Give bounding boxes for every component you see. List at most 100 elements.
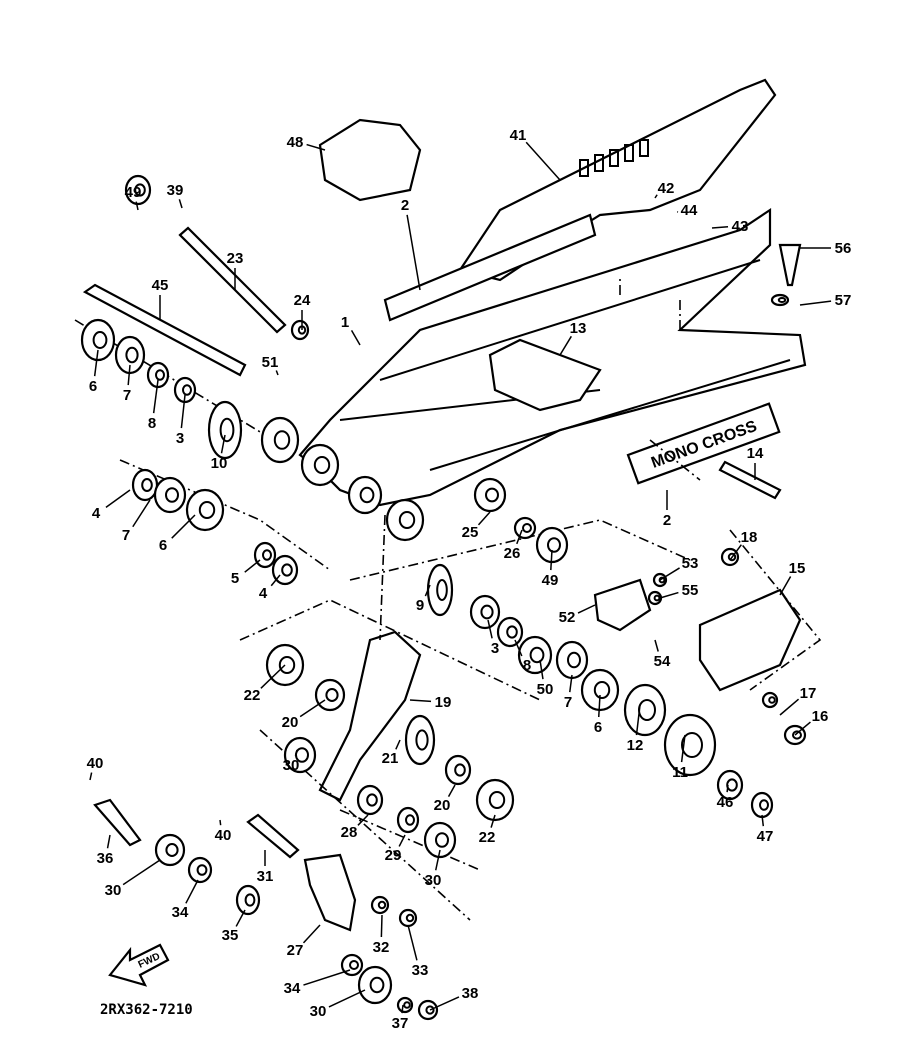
part-13 xyxy=(488,338,602,412)
pivot-shaft-45 xyxy=(82,283,247,377)
bushing xyxy=(187,856,213,884)
callout-20: 20 xyxy=(282,714,299,731)
callout-24: 24 xyxy=(294,292,311,309)
bushing xyxy=(300,443,340,487)
bushing xyxy=(173,376,197,404)
leader-line xyxy=(294,749,298,756)
bushing xyxy=(469,594,501,630)
bushing-bore xyxy=(125,346,139,364)
leader-line xyxy=(409,699,432,703)
callout-34: 34 xyxy=(284,980,301,997)
leader-lines xyxy=(89,141,832,1014)
leader-line xyxy=(152,379,159,414)
callout-11: 11 xyxy=(672,764,688,781)
leader-line xyxy=(132,499,151,528)
callout-14: 14 xyxy=(747,445,764,462)
bushing xyxy=(385,498,425,542)
leader-line xyxy=(171,514,196,539)
leader-line xyxy=(729,544,742,561)
callout-38: 38 xyxy=(462,985,479,1002)
bushing xyxy=(555,640,589,680)
bushing xyxy=(347,475,383,515)
callout-30: 30 xyxy=(105,882,122,899)
part-drawings: MONO CROSS FWD xyxy=(74,78,822,987)
callout-7: 7 xyxy=(564,694,572,711)
callout-52: 52 xyxy=(559,609,576,626)
bushing xyxy=(290,319,310,341)
callout-28: 28 xyxy=(341,824,358,841)
leader-line xyxy=(659,591,679,599)
leader-line xyxy=(516,529,523,545)
leader-line xyxy=(89,772,93,781)
part-52 xyxy=(593,578,652,632)
bushing-bore xyxy=(777,297,787,303)
bushing xyxy=(517,635,553,675)
leader-line xyxy=(235,909,246,927)
bushing-bore xyxy=(658,576,666,584)
bushing-bore xyxy=(759,799,769,811)
leader-line xyxy=(779,576,792,596)
bushing-bore xyxy=(165,487,179,503)
bushing-bore xyxy=(726,778,738,792)
bushing xyxy=(370,895,390,915)
bushing xyxy=(580,668,620,712)
leader-line xyxy=(270,574,281,587)
callout-36: 36 xyxy=(97,850,114,867)
leader-line xyxy=(569,674,573,693)
chain-guide xyxy=(698,588,802,692)
bushing xyxy=(357,965,393,1005)
bolt-56 xyxy=(778,243,802,287)
callout-25: 25 xyxy=(462,524,479,541)
leader-line xyxy=(635,704,641,736)
bushing-bore xyxy=(165,843,179,857)
callout-9: 9 xyxy=(416,597,424,614)
bushing-bore xyxy=(567,651,581,669)
callout-44: 44 xyxy=(681,202,698,219)
callout-10: 10 xyxy=(211,455,228,472)
callout-30: 30 xyxy=(310,1003,327,1020)
bushing xyxy=(513,516,537,540)
leader-line xyxy=(135,201,139,211)
bushing xyxy=(716,769,744,801)
callout-51: 51 xyxy=(262,354,279,371)
bushing xyxy=(260,416,300,464)
bushing-bore xyxy=(369,976,385,994)
leader-line xyxy=(127,364,131,386)
callout-7: 7 xyxy=(122,527,130,544)
bushing xyxy=(153,476,187,514)
leader-line xyxy=(328,989,366,1008)
part-48 xyxy=(318,118,422,202)
bushings-and-washers xyxy=(80,174,807,1021)
leader-line xyxy=(220,434,226,454)
leader-line xyxy=(550,549,553,571)
callout-2: 2 xyxy=(663,512,671,529)
bushing xyxy=(314,678,346,712)
callout-18: 18 xyxy=(741,529,758,546)
callout-6: 6 xyxy=(594,719,602,736)
callout-26: 26 xyxy=(504,545,521,562)
leader-line xyxy=(244,559,261,573)
callout-4: 4 xyxy=(259,585,268,602)
leader-line xyxy=(514,639,523,657)
callout-54: 54 xyxy=(654,653,671,670)
bushing-bore xyxy=(366,793,378,807)
leader-line xyxy=(180,394,186,429)
mono-cross-decal: MONO CROSS xyxy=(626,402,781,485)
leader-line xyxy=(779,698,800,716)
bushing-bore xyxy=(480,604,494,620)
callout-30: 30 xyxy=(425,872,442,889)
callout-33: 33 xyxy=(412,962,429,979)
leader-line xyxy=(178,199,183,209)
callout-40: 40 xyxy=(215,827,232,844)
bushing xyxy=(340,953,364,977)
leader-line xyxy=(299,699,326,718)
bushing-bore xyxy=(522,523,532,533)
bushing-bore xyxy=(219,417,235,443)
callout-27: 27 xyxy=(287,942,304,959)
bushing xyxy=(283,736,317,774)
callout-41: 41 xyxy=(510,127,527,144)
callout-22: 22 xyxy=(244,687,261,704)
callout-57: 57 xyxy=(835,292,852,309)
bushing-bore xyxy=(281,563,293,577)
